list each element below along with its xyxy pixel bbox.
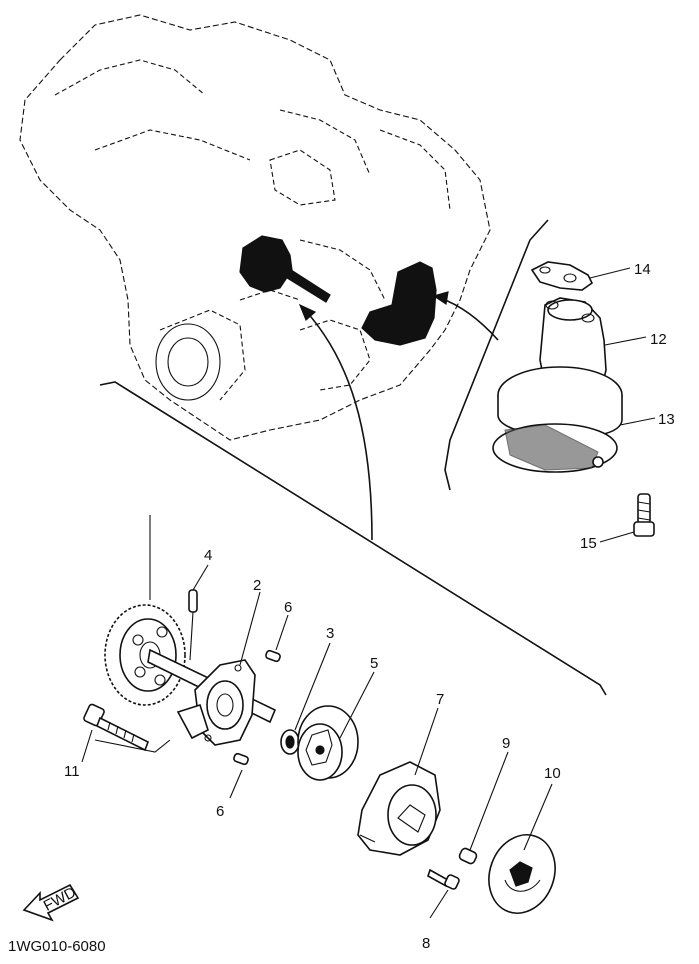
part-11-bolt (83, 703, 150, 752)
callout-11: 11 (64, 763, 80, 780)
callout-3: 3 (326, 625, 334, 642)
callout-12: 12 (650, 331, 667, 348)
callout-6-upper: 6 (284, 599, 292, 616)
callout-9: 9 (502, 735, 510, 752)
section-borders (99, 219, 607, 696)
engine-oil-openings (239, 235, 437, 346)
part-12-strainer-housing (497, 297, 623, 439)
part-7-pump-cover (357, 761, 441, 856)
part-2-pump-housing (176, 659, 256, 746)
callout-labels: 4 2 6 3 5 7 9 10 11 6 8 14 12 13 15 (64, 261, 675, 952)
callout-2: 2 (253, 577, 261, 594)
callout-8: 8 (422, 935, 430, 952)
callout-10: 10 (544, 765, 561, 782)
flow-arrows (298, 291, 499, 541)
part-6-dowel-pin-lower (233, 752, 249, 766)
part-10-plate (488, 834, 556, 914)
part-1-drive-gear (104, 515, 277, 724)
part-8-screw (427, 868, 460, 890)
callout-6-lower: 6 (216, 803, 224, 820)
part-6-dowel-pin-upper (265, 649, 281, 663)
fwd-label: FWD (41, 884, 79, 915)
fwd-direction-arrow: FWD (22, 884, 80, 922)
part-9-pin (458, 847, 478, 865)
part-3-seal (280, 729, 300, 755)
leader-lines (81, 267, 656, 919)
engine-crankcase-outline (19, 14, 491, 441)
callout-5: 5 (370, 655, 378, 672)
part-14-gasket (530, 261, 594, 291)
drawing-code: 1WG010-6080 (8, 938, 106, 955)
callout-13: 13 (658, 411, 675, 428)
part-5-outer-rotor (297, 705, 359, 781)
callout-15: 15 (580, 535, 597, 552)
callout-4: 4 (204, 547, 212, 564)
callout-7: 7 (436, 691, 444, 708)
callout-14: 14 (634, 261, 651, 278)
part-4-pin (188, 589, 198, 661)
part-15-bolt (633, 493, 655, 537)
part-13-strainer-screen (492, 423, 618, 473)
